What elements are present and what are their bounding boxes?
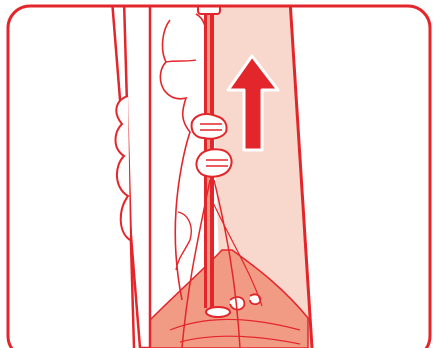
tent-fabric-fold xyxy=(169,318,301,331)
person-outline xyxy=(159,19,191,301)
person-face-detail xyxy=(165,59,197,63)
lower-hand-fingers xyxy=(206,159,228,167)
upper-hand xyxy=(190,113,228,140)
left-fabric-edge xyxy=(114,95,131,241)
upper-hand-fingers xyxy=(200,123,222,131)
right-band-edge xyxy=(288,6,314,348)
guy-line xyxy=(213,179,241,348)
lower-hand xyxy=(195,148,233,178)
guy-line xyxy=(181,179,211,348)
pole-base xyxy=(205,306,231,318)
stake-loop xyxy=(229,296,246,311)
person-leg-outline xyxy=(175,211,192,271)
guy-line xyxy=(209,195,263,307)
rounded-frame xyxy=(6,4,432,348)
up-arrow-icon xyxy=(226,54,280,152)
tent-fabric-fold xyxy=(179,335,301,345)
